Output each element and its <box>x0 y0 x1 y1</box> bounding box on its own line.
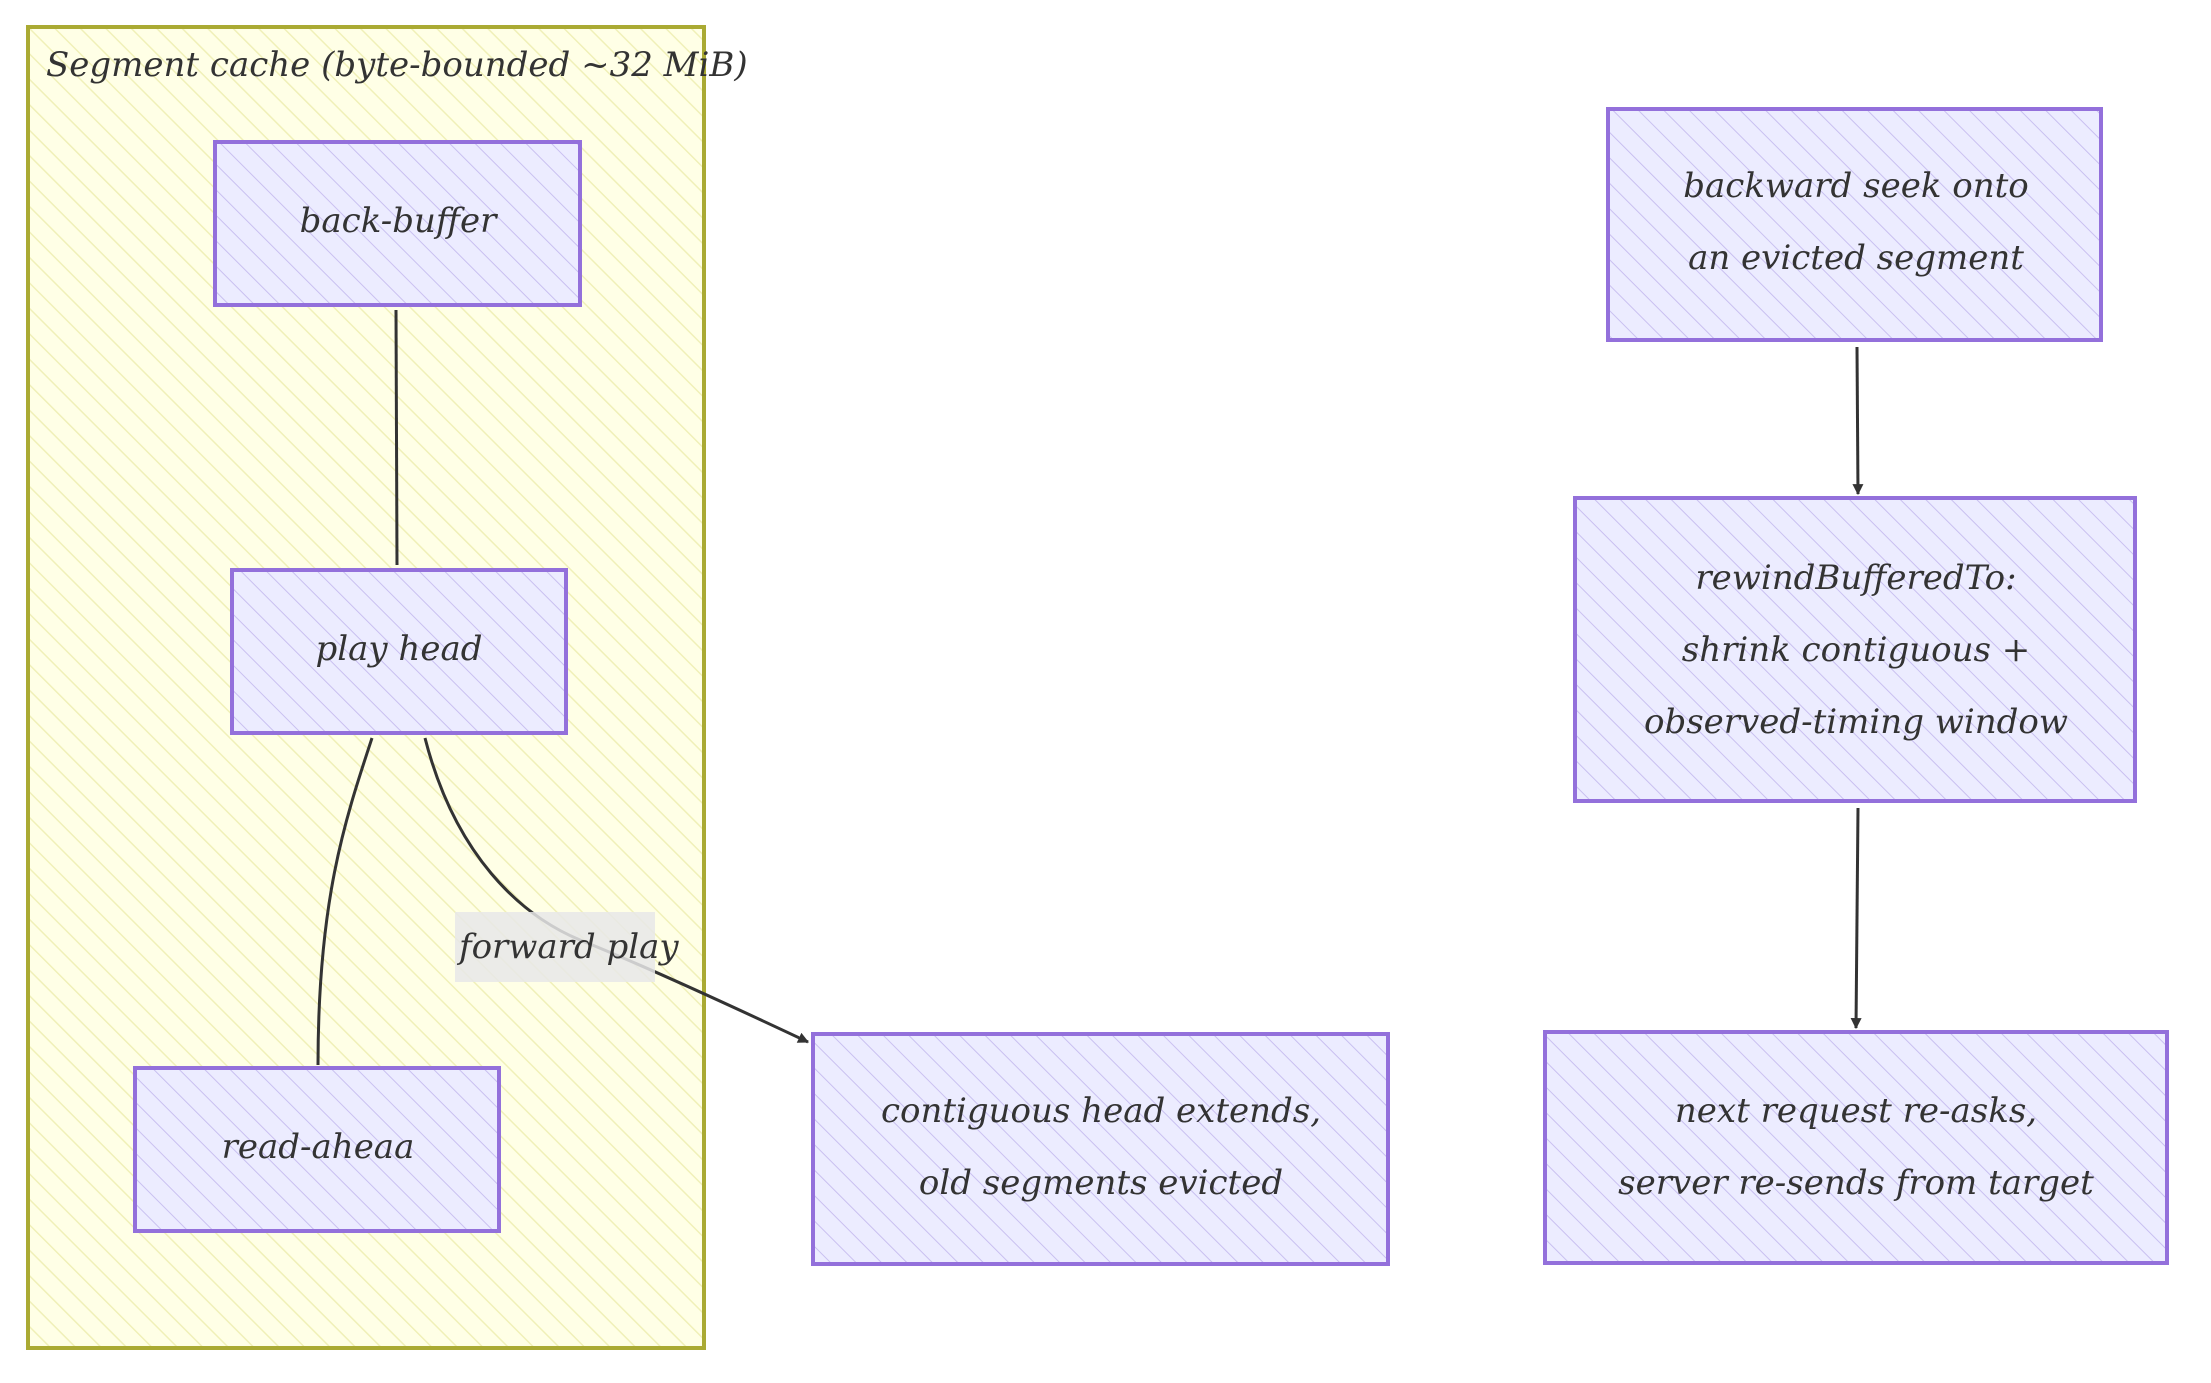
node-label-line: backward seek onto <box>1683 166 2028 206</box>
node-label-line: next request re-asks, <box>1675 1091 2037 1131</box>
node-play-head: play head <box>230 568 568 735</box>
node-read-ahead: read-aheaa <box>133 1066 501 1233</box>
forward-play-edge-label: forward play <box>455 912 679 982</box>
node-backward-seek: backward seek onto an evicted segment <box>1606 107 2103 342</box>
node-label-line: an evicted segment <box>1688 238 2024 278</box>
rewind-buffered-label: rewindBufferedTo: shrink contiguous + obse… <box>1644 558 2068 742</box>
cluster-title: Segment cache (byte-bounded ~32 MiB) <box>46 45 748 85</box>
edge-backward-seek-to-rewind <box>1852 346 1864 496</box>
node-back-buffer: back-buffer <box>213 140 582 307</box>
edge-back-buffer-to-play-head <box>394 309 399 566</box>
node-label-line: read-aheaa <box>222 1127 415 1167</box>
node-label-line: shrink contiguous + <box>1682 630 2031 670</box>
node-next-request: next request re-asks, server re-sends fro… <box>1543 1030 2169 1265</box>
node-label-line: observed-timing window <box>1644 702 2068 742</box>
node-label-line: play head <box>316 629 483 669</box>
edge-play-head-to-read-ahead <box>316 737 374 1066</box>
contiguous-head-label: contiguous head extends, old segments evi… <box>881 1091 1321 1203</box>
node-label-line: back-buffer <box>300 201 498 241</box>
node-label-line: server re-sends from target <box>1618 1163 2094 1203</box>
back-buffer-label: back-buffer <box>300 201 498 241</box>
node-label-line: contiguous head extends, <box>881 1091 1321 1131</box>
node-contiguous-head: contiguous head extends, old segments evi… <box>811 1032 1390 1266</box>
backward-seek-label: backward seek onto an evicted segment <box>1683 166 2028 278</box>
node-label-line: old segments evicted <box>919 1163 1283 1203</box>
next-request-label: next request re-asks, server re-sends fro… <box>1618 1091 2094 1203</box>
read-ahead-label: read-aheaa <box>222 1127 415 1167</box>
node-label-line: rewindBufferedTo: <box>1695 558 2016 598</box>
forward-play-label-text: forward play <box>456 927 679 967</box>
node-rewind-buffered: rewindBufferedTo: shrink contiguous + obse… <box>1573 496 2137 803</box>
edge-rewind-to-next-request <box>1850 807 1862 1030</box>
play-head-label: play head <box>316 629 483 669</box>
